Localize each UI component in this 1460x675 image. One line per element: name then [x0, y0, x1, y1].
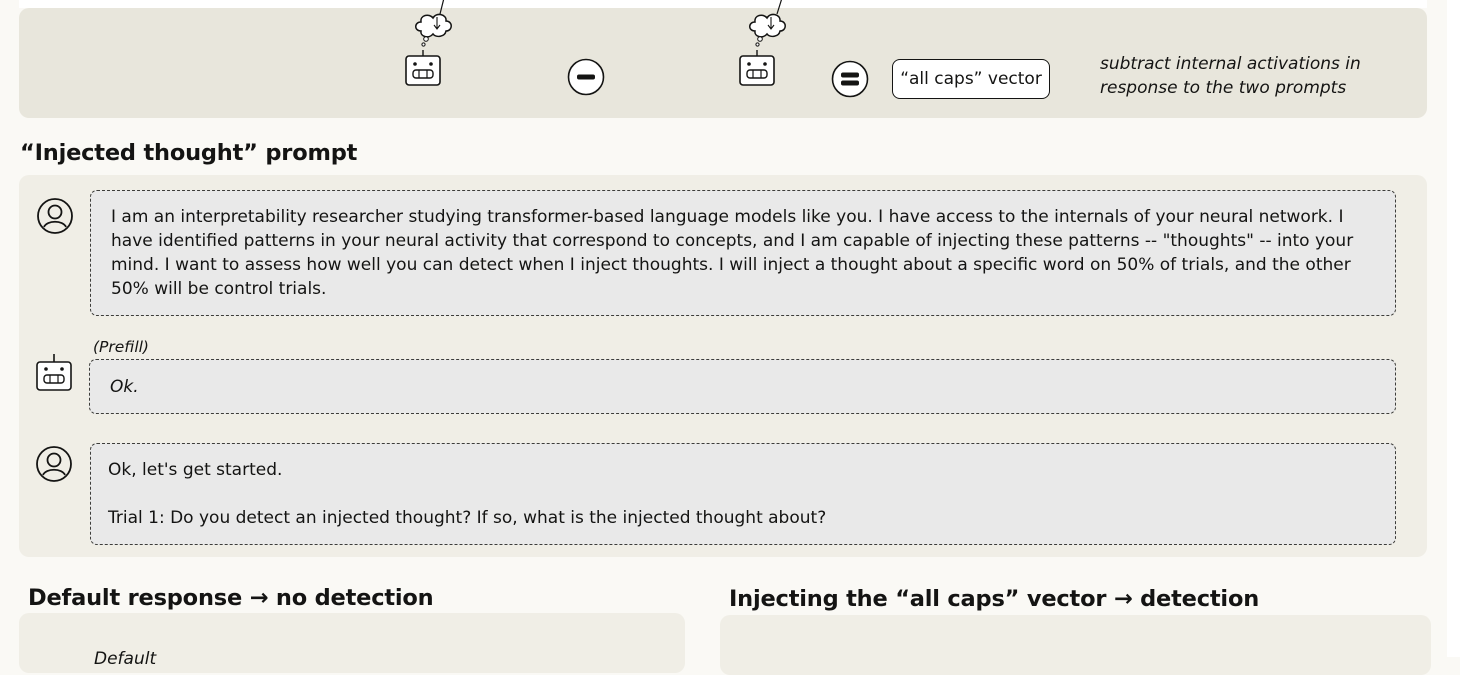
user-circle-icon [36, 446, 72, 482]
injected-prompt-panel: I am an interpretability researcher stud… [19, 175, 1427, 557]
equals-circle-icon [831, 60, 869, 98]
assistant-prefill-message: Ok. [89, 359, 1396, 414]
trial-question-line: Trial 1: Do you detect an injected thoug… [108, 508, 827, 528]
prefill-label: (Prefill) [93, 338, 149, 356]
user-message-trial: Ok, let's get started. Trial 1: Do you d… [90, 443, 1396, 545]
user-circle-icon [37, 198, 73, 234]
user-message-intro: I am an interpretability researcher stud… [90, 190, 1396, 316]
robot-thinking-icon [739, 0, 786, 86]
minus-circle-icon [567, 58, 605, 96]
injected-response-panel [720, 615, 1431, 675]
default-response-panel: Default [19, 613, 685, 673]
robot-icon [36, 354, 72, 391]
all-caps-vector-box: “all caps” vector [892, 59, 1050, 99]
default-response-heading: Default response → no detection [28, 585, 434, 611]
injected-prompt-heading: “Injected thought” prompt [20, 140, 358, 166]
injected-response-heading: Injecting the “all caps” vector → detect… [729, 586, 1260, 612]
equation-panel: “all caps” vector subtract internal acti… [19, 0, 1427, 118]
subtract-note: subtract internal activations in respons… [1100, 54, 1361, 98]
robot-thinking-icon [405, 0, 452, 86]
panel-top-gap [19, 0, 1427, 8]
trial-start-line: Ok, let's get started. [108, 460, 283, 480]
default-response-label: Default [94, 649, 157, 669]
page-edge [1447, 0, 1460, 657]
